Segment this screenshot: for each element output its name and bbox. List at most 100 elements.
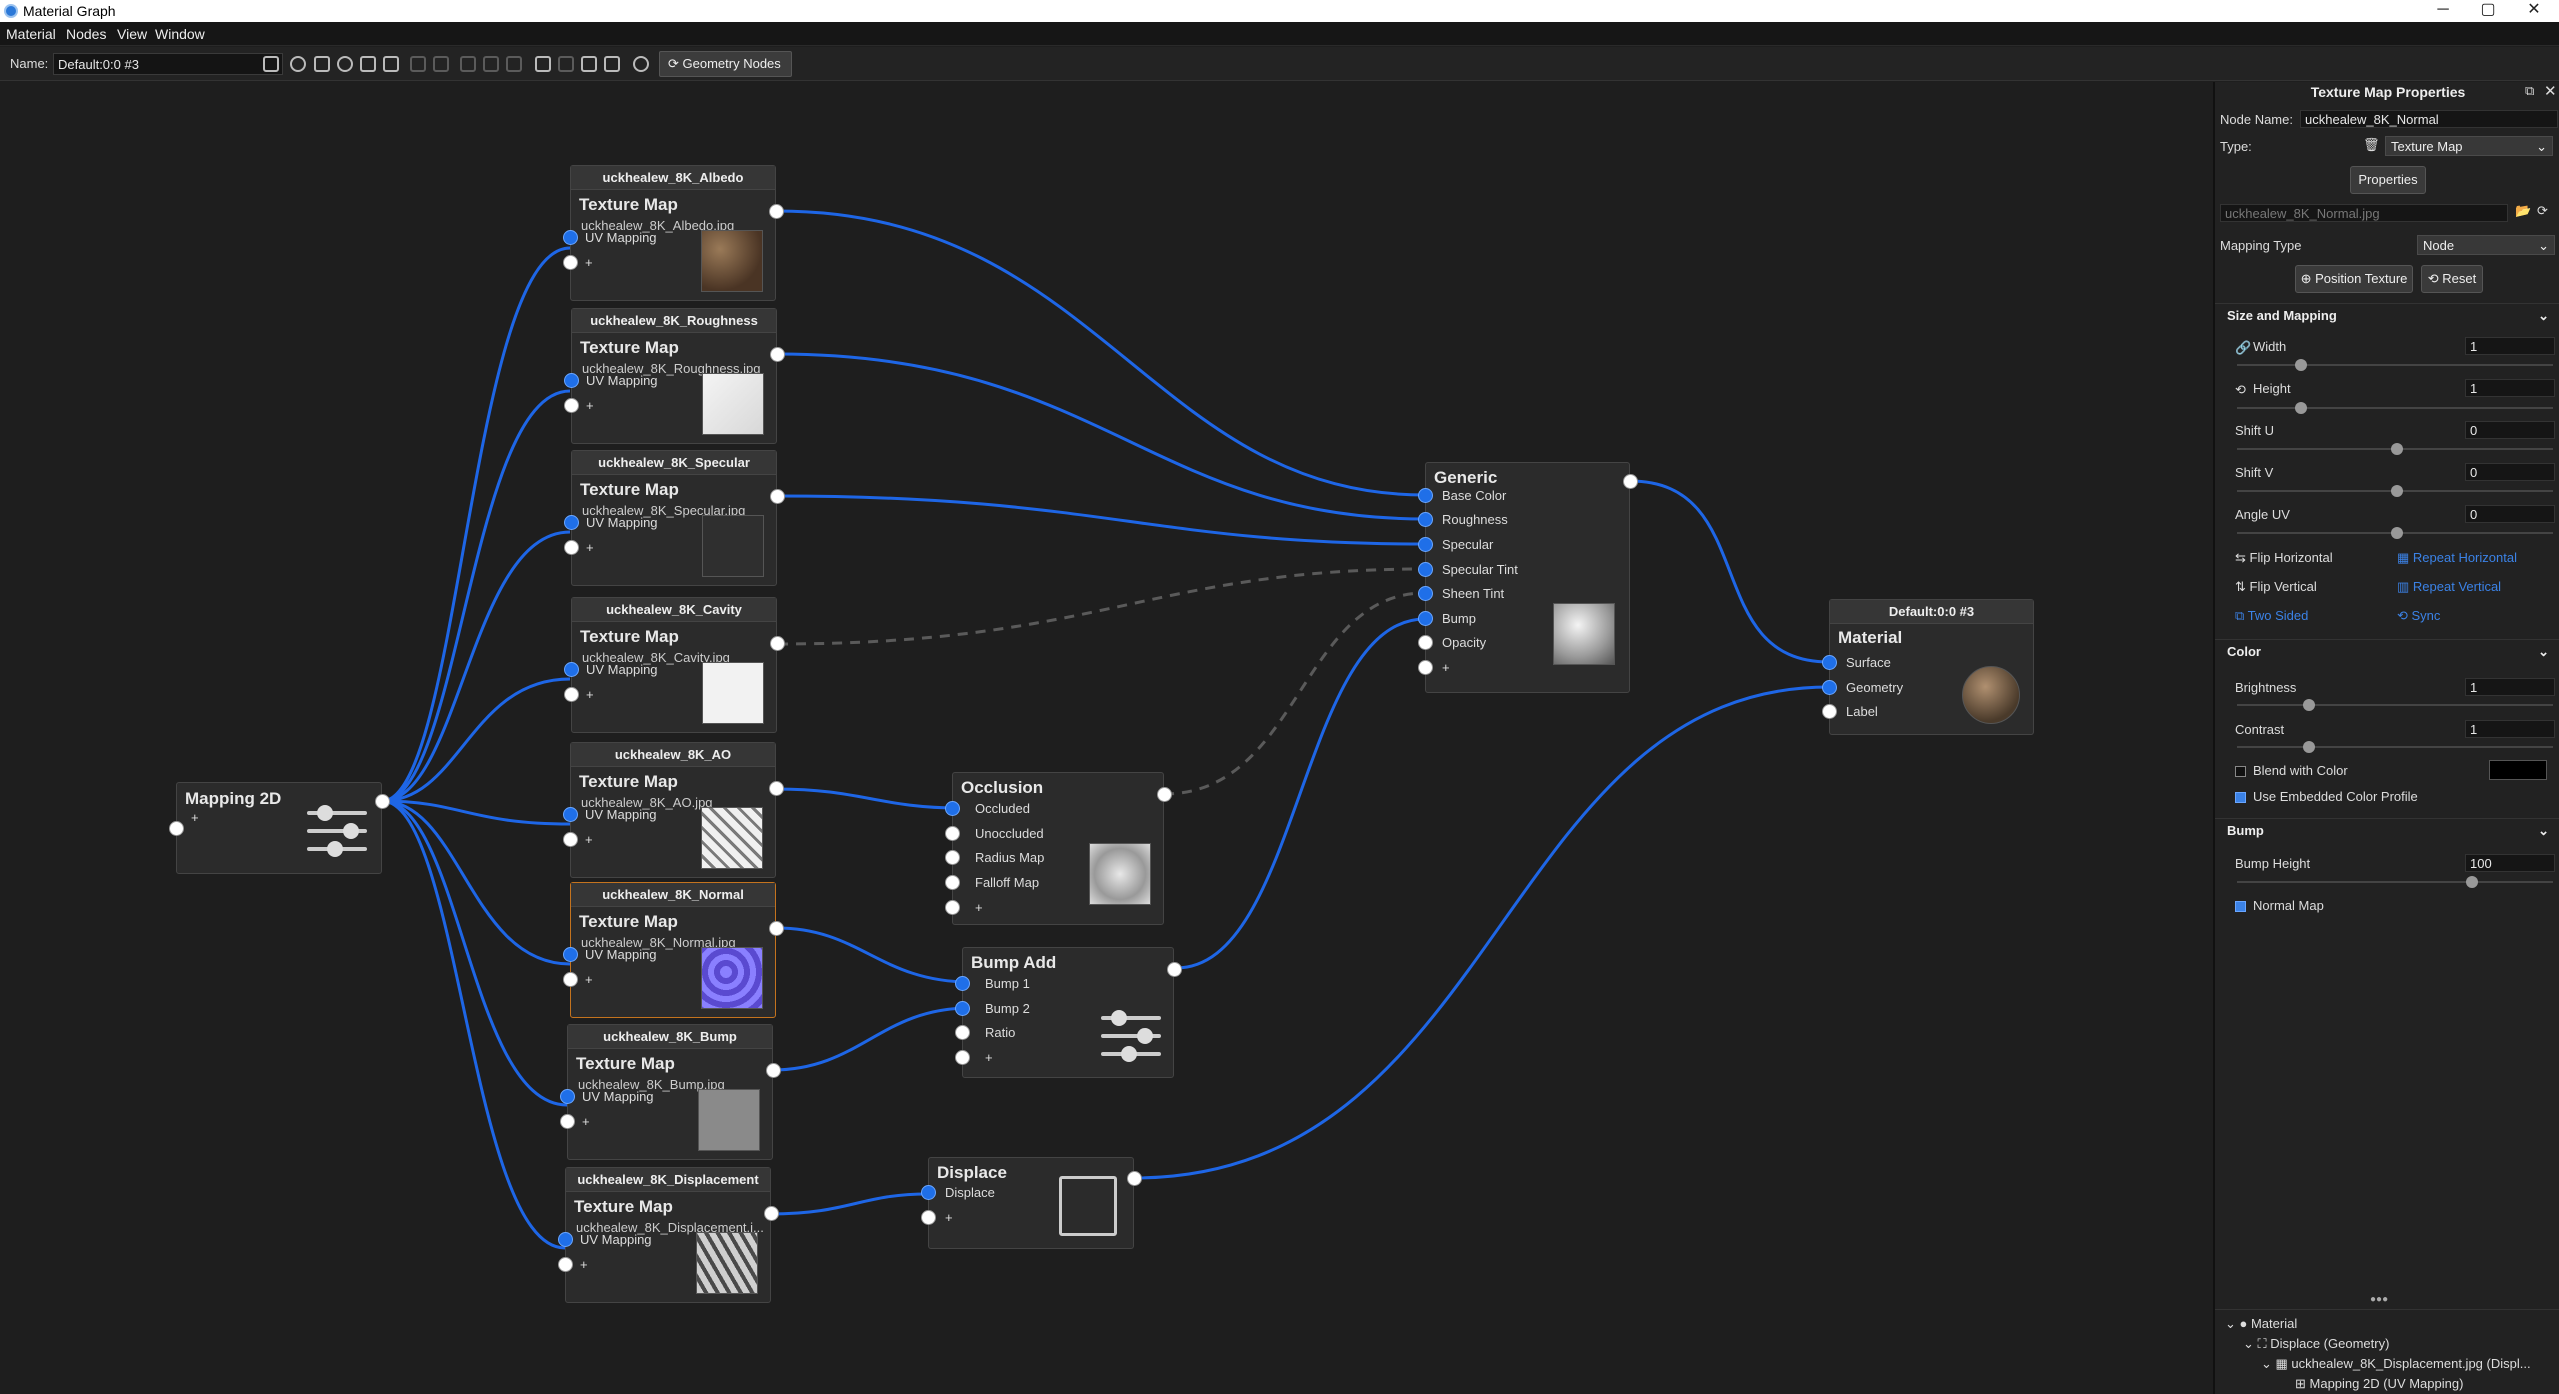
brightness-slider-knob[interactable] [2303,699,2315,711]
texture-map-node-bump[interactable]: uckhealew_8K_Bump Texture Map uckhealew_… [560,1024,781,1160]
more-handle[interactable]: ●●● [2370,1294,2389,1305]
repeat-horizontal-button[interactable]: ▦ Repeat Horizontal [2397,550,2517,565]
roughness-port[interactable] [1418,512,1433,527]
file-path-field[interactable]: uckhealew_8K_Normal.jpg [2220,204,2508,222]
node-graph-canvas[interactable]: Mapping 2D + uckhealew_8K_Albedo Texture… [0,82,2213,1394]
trash-icon[interactable]: 🗑 [2363,137,2380,152]
contrast-slider-track[interactable] [2237,746,2553,748]
save-icon[interactable] [263,56,279,72]
uv-mapping-port[interactable] [563,807,578,822]
uv-mapping-port[interactable] [564,662,579,677]
angle-uv-input[interactable]: 0 [2465,505,2555,523]
pin-icon[interactable] [633,56,649,72]
uv-mapping-port[interactable] [563,230,578,245]
link-icon[interactable]: 🔗 [2235,340,2252,355]
texture-map-node-cavity[interactable]: uckhealew_8K_Cavity Texture Map uckheale… [564,597,785,733]
add-input-port[interactable] [1418,660,1433,675]
specular-port[interactable] [1418,537,1433,552]
output-port[interactable] [1157,787,1172,802]
contrast-slider-knob[interactable] [2303,741,2315,753]
texture-map-node-roughness[interactable]: uckhealew_8K_Roughness Texture Map uckhe… [564,308,785,444]
base-color-port[interactable] [1418,488,1433,503]
falloff-map-port[interactable] [945,875,960,890]
frame-all-icon[interactable] [581,56,597,72]
displace-node[interactable]: Displace Displace + [921,1157,1142,1249]
align-icon[interactable] [558,56,574,72]
displace-port[interactable] [921,1185,936,1200]
blend-color-swatch[interactable] [2489,760,2547,780]
bump-height-input[interactable]: 100 [2465,854,2555,872]
shift-u-input[interactable]: 0 [2465,421,2555,439]
close-panel-icon[interactable]: ✕ [2544,83,2557,100]
reload-icon[interactable]: ⟳ [2537,203,2548,218]
color-section[interactable]: Color⌄ [2215,639,2559,661]
opacity-port[interactable] [1418,635,1433,650]
ungroup-icon[interactable] [483,56,499,72]
flip-vertical-button[interactable]: ⇅ Flip Vertical [2235,579,2317,594]
width-slider-track[interactable] [2237,364,2553,366]
height-input[interactable]: 1 [2465,379,2555,397]
blend-with-color-checkbox[interactable] [2235,766,2246,777]
geometry-port[interactable] [1822,680,1837,695]
output-port[interactable] [770,489,785,504]
add-input-port[interactable] [563,832,578,847]
label-port[interactable] [1822,704,1837,719]
delete-icon[interactable] [433,56,449,72]
radius-map-port[interactable] [945,850,960,865]
tree-item-mapping-2d[interactable]: ⊞ Mapping 2D (UV Mapping) [2295,1376,2464,1391]
flip-horizontal-button[interactable]: ⇆ Flip Horizontal [2235,550,2333,565]
add-input-port[interactable] [564,398,579,413]
normal-map-checkbox[interactable] [2235,901,2246,912]
tree-item-displacement-texture[interactable]: ⌄ ▦ uckhealew_8K_Displacement.jpg (Displ… [2261,1356,2531,1371]
bump-add-node[interactable]: Bump Add Bump 1 Bump 2 Ratio + [955,947,1182,1078]
add-input-port[interactable] [564,687,579,702]
texture-map-node-displacement[interactable]: uckhealew_8K_Displacement Texture Map uc… [558,1167,779,1303]
sheen-tint-port[interactable] [1418,586,1433,601]
brightness-input[interactable]: 1 [2465,678,2555,696]
copy-icon[interactable] [410,56,426,72]
menu-nodes[interactable]: Nodes [66,26,107,42]
output-port[interactable] [764,1206,779,1221]
texture-map-node-specular[interactable]: uckhealew_8K_Specular Texture Map uckhea… [564,450,785,586]
uv-mapping-port[interactable] [564,515,579,530]
mapping-type-dropdown[interactable]: Node⌄ [2417,235,2555,255]
add-input-port[interactable] [563,255,578,270]
output-port[interactable] [769,921,784,936]
open-folder-icon[interactable]: 📂 [2515,203,2532,218]
uv-output-port[interactable] [375,794,390,809]
output-port[interactable] [1623,474,1638,489]
undock-icon[interactable]: ⧉ [2525,83,2535,98]
close-button[interactable]: ✕ [2527,1,2541,18]
menu-window[interactable]: Window [155,26,205,42]
minimize-button[interactable]: ─ [2437,1,2449,18]
bump-height-slider-knob[interactable] [2466,876,2478,888]
menu-material[interactable]: Material [6,26,56,42]
bump-port[interactable] [1418,611,1433,626]
occluded-port[interactable] [945,801,960,816]
node-name-field[interactable]: uckhealew_8K_Normal [2300,110,2558,128]
properties-button[interactable]: Properties [2350,166,2426,194]
position-texture-button[interactable]: ⊕ Position Texture [2295,265,2413,293]
input-port[interactable] [169,821,184,836]
name-field[interactable]: Default:0:0 #3 [53,53,283,75]
bump-height-slider-track[interactable] [2237,881,2553,883]
add-input-port[interactable] [564,540,579,555]
size-mapping-section[interactable]: Size and Mapping⌄ [2215,303,2559,325]
frame-selected-icon[interactable] [604,56,620,72]
output-port[interactable] [1167,962,1182,977]
output-port[interactable] [770,347,785,362]
uv-mapping-port[interactable] [563,947,578,962]
texture-map-node-ao[interactable]: uckhealew_8K_AO Texture Map uckhealew_8K… [563,742,784,878]
reset-button[interactable]: ⟲ Reset [2421,265,2483,293]
output-port[interactable] [769,781,784,796]
add-input-port[interactable] [921,1210,936,1225]
add-input-port[interactable] [558,1257,573,1272]
light-icon[interactable] [337,56,353,72]
tree-item-displace[interactable]: ⌄ ⛶ Displace (Geometry) [2243,1336,2390,1351]
output-port[interactable] [766,1063,781,1078]
tree-item-material[interactable]: ⌄ ● Material [2225,1316,2298,1331]
ratio-port[interactable] [955,1025,970,1040]
output-port[interactable] [769,204,784,219]
width-input[interactable]: 1 [2465,337,2555,355]
surface-port[interactable] [1822,655,1837,670]
